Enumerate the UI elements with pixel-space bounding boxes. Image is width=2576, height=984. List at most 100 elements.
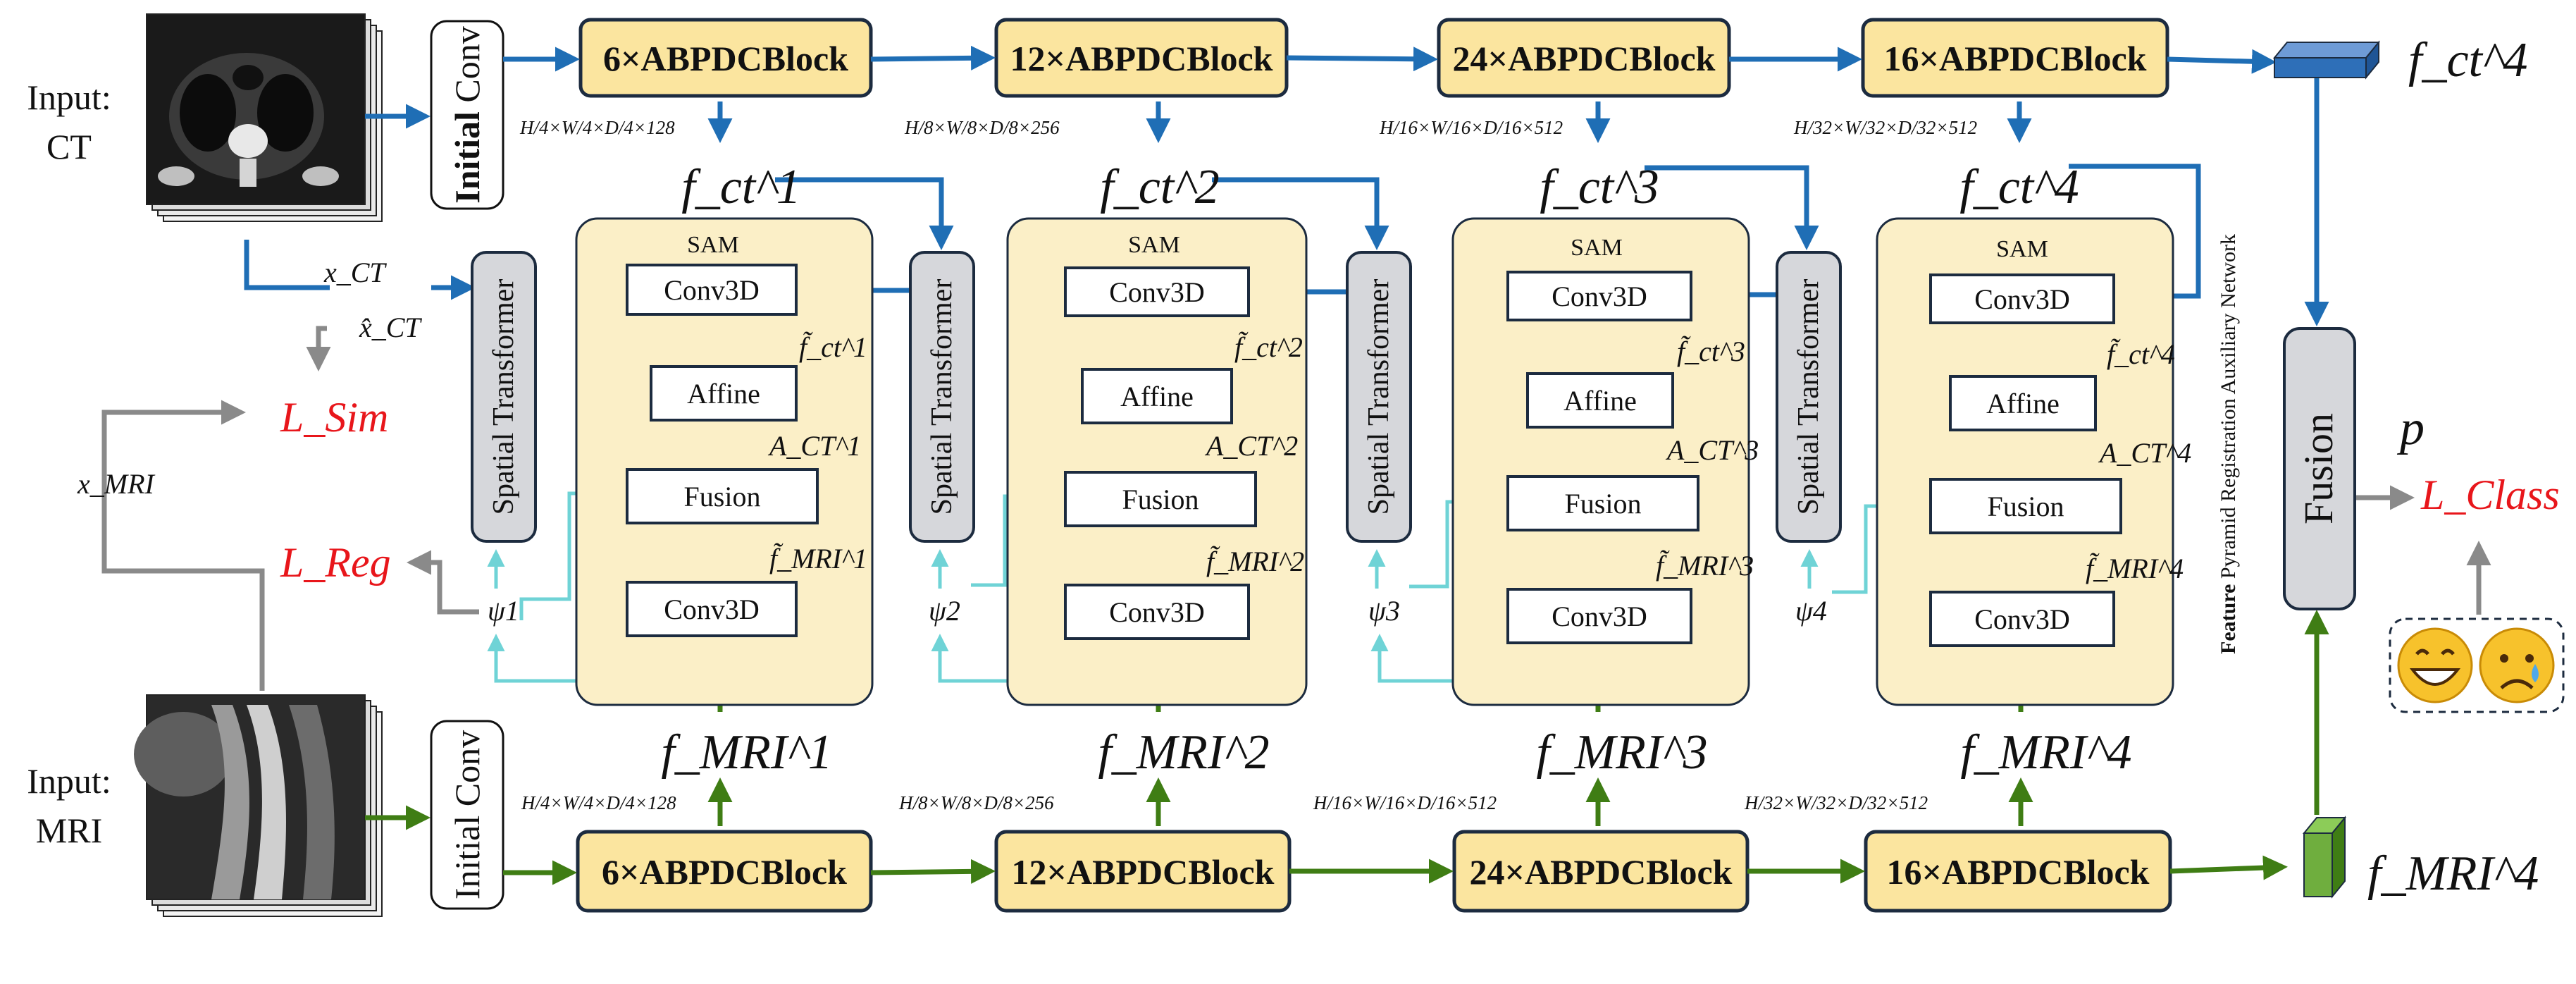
psi-1: ψ1 bbox=[488, 595, 519, 627]
ct-feature-1: f_ct^1 bbox=[681, 160, 801, 214]
sam-2-conv-top: Conv3D bbox=[1109, 276, 1205, 308]
sam-1-conv-top: Conv3D bbox=[664, 274, 760, 306]
grinning-face-icon bbox=[2397, 627, 2473, 703]
ct-block-1-label: 6×ABPDCBlock bbox=[603, 39, 848, 78]
output-p: p bbox=[2396, 401, 2425, 455]
sam-2-conv-bottom: Conv3D bbox=[1109, 596, 1205, 628]
sam-4-affine-param: A_CT^4 bbox=[2098, 437, 2191, 469]
sam-2-affine-param: A_CT^2 bbox=[1204, 430, 1298, 462]
mri-input-label-line1: Input: bbox=[27, 761, 111, 801]
sam-module-2: SAM Conv3D Affine Fusion Conv3D f̃_ct^2 … bbox=[1006, 217, 1308, 706]
spatial-transformer-4: Spatial Transformer bbox=[1776, 251, 1842, 543]
sam-module-1: SAM Conv3D Affine Fusion Conv3D f̃_ct^1 … bbox=[575, 217, 874, 706]
spatial-transformer-3: Spatial Transformer bbox=[1346, 251, 1412, 543]
loss-arrows bbox=[101, 326, 2491, 691]
sam-1-title: SAM bbox=[687, 232, 739, 258]
sam-2-mri-tilde: f̃_MRI^2 bbox=[1206, 546, 1304, 577]
sam-4-affine: Affine bbox=[1986, 388, 2060, 419]
mri-block-4-label: 16×ABPDCBlock bbox=[1887, 852, 2150, 892]
ct-block-3-label: 24×ABPDCBlock bbox=[1453, 39, 1716, 78]
sam-1-mri-tilde: f̃_MRI^1 bbox=[769, 543, 867, 574]
ct-dim-1: H/4×W/4×D/4×128 bbox=[519, 117, 675, 138]
mri-block-2-label: 12×ABPDCBlock bbox=[1012, 852, 1275, 892]
ct-feature-4: f_ct^4 bbox=[1959, 160, 2079, 214]
psi-3: ψ3 bbox=[1368, 595, 1400, 627]
final-ct-feature-label: f_ct^4 bbox=[2408, 33, 2528, 87]
sam-1-fusion: Fusion bbox=[684, 481, 761, 512]
final-ct-feature-cuboid bbox=[2272, 40, 2381, 80]
ct-block-2: 12×ABPDCBlock bbox=[994, 18, 1289, 98]
sam-3-conv-top: Conv3D bbox=[1552, 281, 1647, 312]
spatial-transformer-1: Spatial Transformer bbox=[471, 251, 537, 543]
svg-text:Initial Conv: Initial Conv bbox=[447, 730, 487, 899]
sam-1-ct-tilde: f̃_ct^1 bbox=[799, 331, 867, 363]
loss-class: L_Class bbox=[2420, 472, 2560, 518]
sam-module-4: SAM Conv3D Affine Fusion Conv3D f̃_ct^4 … bbox=[1876, 217, 2191, 706]
spatial-transformer-3-label: Spatial Transformer bbox=[1363, 279, 1395, 515]
loss-reg: L_Reg bbox=[280, 539, 391, 586]
fprn-label: Feature Pyramid Registration Auxiliary N… bbox=[2217, 234, 2240, 654]
final-fusion-label: Fusion bbox=[2296, 413, 2341, 524]
sam-1-affine-param: A_CT^1 bbox=[767, 430, 861, 462]
sam-2-title: SAM bbox=[1128, 232, 1180, 258]
spatial-transformer-4-label: Spatial Transformer bbox=[1792, 279, 1825, 515]
sad-tear-face-icon bbox=[2479, 627, 2555, 703]
mri-input-label-line2: MRI bbox=[36, 811, 102, 850]
ct-block-2-label: 12×ABPDCBlock bbox=[1010, 39, 1273, 78]
sam-1-affine: Affine bbox=[687, 378, 760, 410]
ct-feature-3: f_ct^3 bbox=[1540, 160, 1659, 214]
sam-module-3: SAM Conv3D Affine Fusion Conv3D f̃_ct^3 … bbox=[1451, 217, 1759, 706]
ct-block-3: 24×ABPDCBlock bbox=[1437, 18, 1731, 98]
ct-initial-conv-bold: Initial bbox=[447, 111, 487, 204]
mri-block-3: 24×ABPDCBlock bbox=[1452, 830, 1750, 913]
sam-3-ct-tilde: f̃_ct^3 bbox=[1677, 336, 1745, 367]
mri-dim-2: H/8×W/8×D/8×256 bbox=[898, 792, 1054, 813]
fprn-label-rest: Pyramid Registration Auxiliary Network bbox=[2217, 234, 2240, 579]
mri-initial-conv-rest: Conv bbox=[447, 730, 487, 806]
sam-4-fusion: Fusion bbox=[1988, 491, 2064, 522]
sam-1-conv-bottom: Conv3D bbox=[664, 594, 760, 625]
sam-2-affine: Affine bbox=[1120, 381, 1194, 412]
x-mri-label: x_MRI bbox=[77, 468, 156, 500]
sam-4-title: SAM bbox=[1996, 236, 2048, 262]
sam-4-conv-top: Conv3D bbox=[1974, 283, 2070, 315]
mri-block-2: 12×ABPDCBlock bbox=[994, 830, 1292, 913]
spatial-transformer-2-label: Spatial Transformer bbox=[926, 279, 958, 515]
ct-block-1: 6×ABPDCBlock bbox=[578, 18, 873, 98]
ct-dim-2: H/8×W/8×D/8×256 bbox=[904, 117, 1060, 138]
fprn-label-bold: Feature bbox=[2217, 584, 2240, 654]
sam-2-ct-tilde: f̃_ct^2 bbox=[1234, 331, 1303, 363]
ct-block-4: 16×ABPDCBlock bbox=[1861, 18, 2169, 98]
mri-initial-conv-box: Initial Conv bbox=[430, 720, 504, 910]
final-mri-feature-cuboid bbox=[2302, 816, 2347, 899]
mri-feature-2: f_MRI^2 bbox=[1098, 725, 1269, 780]
sam-3-mri-tilde: f̃_MRI^3 bbox=[1656, 550, 1754, 582]
sam-3-title: SAM bbox=[1571, 235, 1623, 261]
sam-3-affine-param: A_CT^3 bbox=[1665, 434, 1759, 466]
x-ct-hat-label: x̂_CT bbox=[359, 312, 422, 343]
psi-2: ψ2 bbox=[929, 595, 960, 627]
mri-initial-conv-bold: Initial bbox=[447, 816, 487, 899]
ct-input-label-line1: Input: bbox=[27, 78, 111, 117]
ct-input-label-line2: CT bbox=[47, 127, 92, 166]
emoji-box bbox=[2389, 617, 2565, 713]
ct-dim-3: H/16×W/16×D/16×512 bbox=[1379, 117, 1563, 138]
mri-feature-3: f_MRI^3 bbox=[1536, 725, 1707, 780]
sam-4-conv-bottom: Conv3D bbox=[1974, 603, 2070, 635]
mri-dim-3: H/16×W/16×D/16×512 bbox=[1313, 792, 1497, 813]
loss-sim: L_Sim bbox=[280, 394, 388, 441]
mri-input-image-stack bbox=[134, 694, 383, 917]
mri-feature-1: f_MRI^1 bbox=[661, 725, 832, 780]
mri-block-1-label: 6×ABPDCBlock bbox=[602, 852, 847, 892]
mri-block-4: 16×ABPDCBlock bbox=[1864, 830, 2172, 913]
sam-2-fusion: Fusion bbox=[1122, 484, 1199, 515]
mri-dim-1: H/4×W/4×D/4×128 bbox=[521, 792, 676, 813]
ct-feature-2: f_ct^2 bbox=[1100, 160, 1220, 214]
mri-block-3-label: 24×ABPDCBlock bbox=[1470, 852, 1733, 892]
sam-4-ct-tilde: f̃_ct^4 bbox=[2107, 338, 2175, 370]
ct-block-4-label: 16×ABPDCBlock bbox=[1884, 39, 2147, 78]
ct-input-image-stack bbox=[146, 13, 383, 222]
ct-dim-4: H/32×W/32×D/32×512 bbox=[1793, 117, 1977, 138]
